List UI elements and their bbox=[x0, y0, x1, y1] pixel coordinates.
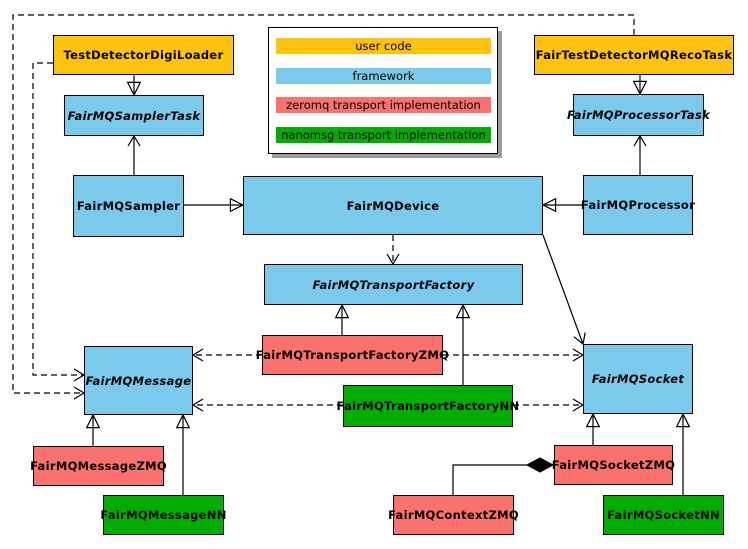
node-fairmqcontextzmq: FairMQContextZMQ bbox=[388, 495, 519, 535]
legend-swatch-zeromq: zeromq transport implementation bbox=[276, 97, 491, 113]
node-fairmqtransportfactoryzmq: FairMQTransportFactoryZMQ bbox=[256, 335, 449, 375]
node-fairmqsamplertask: FairMQSamplerTask bbox=[64, 95, 204, 136]
node-testdetectordigiloader: TestDetectorDigiLoader bbox=[53, 35, 234, 75]
node-fairmqmessage: FairMQMessage bbox=[84, 346, 193, 415]
node-fairmqtransportfactorynn: FairMQTransportFactoryNN bbox=[337, 385, 519, 427]
node-fairmqsocketnn: FairMQSocketNN bbox=[603, 495, 724, 535]
edge-contextzmq-socketzmq bbox=[452, 464, 527, 495]
legend-label: zeromq transport implementation bbox=[286, 98, 481, 112]
legend-box: user code framework zeromq transport imp… bbox=[268, 27, 498, 154]
legend-swatch-nanomsg: nanomsg transport implementation bbox=[276, 127, 491, 143]
legend-swatch-framework: framework bbox=[276, 68, 491, 84]
node-fairmqprocessortask: FairMQProcessorTask bbox=[567, 94, 710, 136]
node-fairmqtransportfactory: FairMQTransportFactory bbox=[264, 264, 523, 305]
node-fairmqprocessor: FairMQProcessor bbox=[581, 175, 695, 235]
node-fairmqsampler: FairMQSampler bbox=[73, 175, 184, 237]
edge-device-socket bbox=[542, 234, 583, 344]
node-fairmqmessagenn: FairMQMessageNN bbox=[100, 495, 226, 535]
legend-label: nanomsg transport implementation bbox=[281, 128, 486, 142]
composition-diamond bbox=[525, 457, 555, 473]
legend-swatch-user-code: user code bbox=[276, 38, 491, 54]
node-fairmqdevice: FairMQDevice bbox=[243, 176, 543, 235]
legend-label: framework bbox=[352, 69, 415, 83]
legend-label: user code bbox=[355, 39, 412, 53]
node-fairmqmessagezmq: FairMQMessageZMQ bbox=[30, 446, 167, 486]
node-fairmqsocket: FairMQSocket bbox=[583, 344, 693, 414]
node-fairtestdetectormqrecotask: FairTestDetectorMQRecoTask bbox=[534, 35, 734, 75]
node-fairmqsocketzmq: FairMQSocketZMQ bbox=[552, 445, 675, 485]
